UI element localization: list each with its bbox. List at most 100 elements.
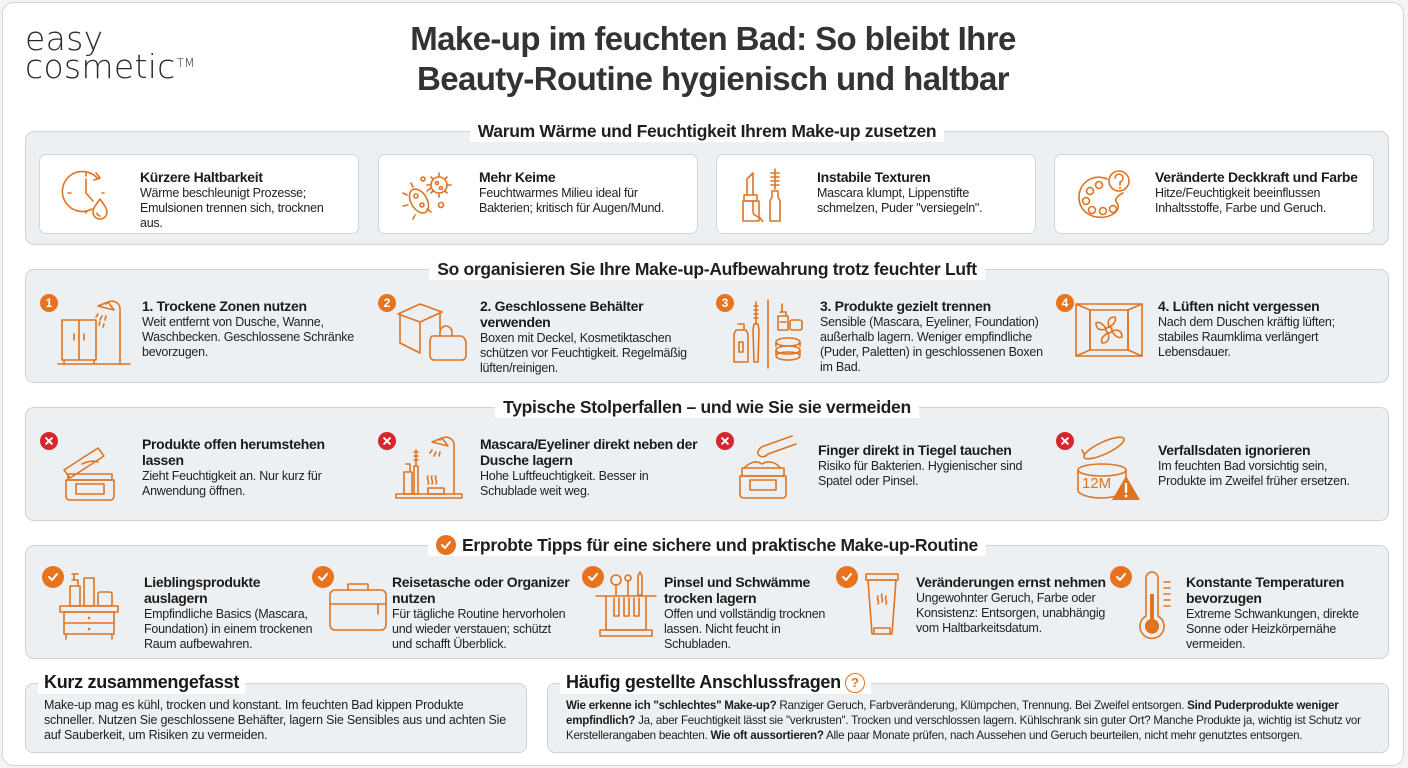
tip-desc: Empfindliche Basics (Mascara, Foundation… xyxy=(144,607,313,651)
why-desc: Wärme beschleunigt Prozesse; Emulsionen … xyxy=(140,186,324,230)
warning-x-icon xyxy=(40,432,58,450)
faq-heading: Häufig gestellte Anschlussfragen? xyxy=(560,670,871,694)
separate-products-icon xyxy=(728,294,812,375)
organize-title: 1. Trockene Zonen nutzen xyxy=(142,298,307,314)
expiry-label: 12M xyxy=(1082,475,1112,492)
pitfall-title: Mascara/Eyeliner direkt neben der Dusche… xyxy=(480,436,698,468)
mascara-shower-icon xyxy=(392,432,472,509)
summary-heading: Kurz zusammengefasst xyxy=(38,670,246,694)
faq-question: Wie erkenne ich "schlechtes" Make-up? xyxy=(566,699,777,712)
organize-desc: Nach dem Duschen kräftig lüften; stabile… xyxy=(1158,315,1335,359)
faq-heading-text: Häufig gestellte Anschlussfragen xyxy=(566,672,841,692)
open-jar-icon xyxy=(58,434,128,509)
page-title: Make-up im feuchten Bad: So bleibt Ihre … xyxy=(333,19,1093,99)
organize-desc: Sensible (Mascara, Eyeliner, Foundation)… xyxy=(820,315,1043,374)
section-why-heading: Warum Wärme und Feuchtigkeit Ihrem Make-… xyxy=(469,120,945,142)
organize-title: 3. Produkte gezielt trennen xyxy=(820,298,991,314)
section-organize-heading: So organisieren Sie Ihre Make-up-Aufbewa… xyxy=(429,258,985,280)
warning-x-icon xyxy=(378,432,396,450)
section-organize: So organisieren Sie Ihre Make-up-Aufbewa… xyxy=(25,258,1389,383)
clock-drop-icon xyxy=(58,165,120,225)
organize-item-separate-products: 3 3. Produkte gezielt trennen Sensible (… xyxy=(714,292,1054,378)
tip-item-temperature: Konstante Temperaturen bevorzugen Extrem… xyxy=(1110,564,1380,654)
why-title: Instabile Texturen xyxy=(817,169,931,185)
why-card-textures: Instabile Texturen Mascara klumpt, Lippe… xyxy=(716,154,1036,234)
why-card-germs: Mehr Keime Feuchtwarmes Milieu ideal für… xyxy=(378,154,698,234)
germs-icon xyxy=(397,165,459,225)
tip-desc: Ungewohnter Geruch, Farbe oder Konsisten… xyxy=(916,591,1106,635)
organize-title: 4. Lüften nicht vergessen xyxy=(1158,298,1320,314)
pitfall-desc: Im feuchten Bad vorsichtig sein, Produkt… xyxy=(1158,459,1350,488)
why-desc: Feuchtwarmes Milieu ideal für Bakterien;… xyxy=(479,186,665,215)
tip-item-brushes: Pinsel und Schwämme trocken lagern Offen… xyxy=(582,564,842,654)
section-tips-heading-text: Erprobte Tipps für eine sichere und prak… xyxy=(462,535,978,555)
pitfall-item-open-products: Produkte offen herumstehen lassen Zieht … xyxy=(36,430,366,516)
why-title: Mehr Keime xyxy=(479,169,556,185)
summary-text: Make-up mag es kühl, trocken und konstan… xyxy=(44,698,506,742)
why-desc: Mascara klumpt, Lippenstifte schmelzen, … xyxy=(817,186,983,215)
summary-box: Kurz zusammengefasst Make-up mag es kühl… xyxy=(25,670,527,753)
pitfall-desc: Hohe Luftfeuchtigkeit. Besser in Schubla… xyxy=(480,469,649,498)
tip-desc: Für tägliche Routine hervorholen und wie… xyxy=(392,607,566,651)
tip-item-favorites: Lieblingsprodukte auslagern Empfindliche… xyxy=(38,564,313,654)
step-number-badge: 1 xyxy=(40,294,58,312)
why-title: Kürzere Haltbarkeit xyxy=(140,169,263,185)
step-number-badge: 2 xyxy=(378,294,396,312)
check-icon xyxy=(436,535,457,555)
organize-desc: Weit entfernt von Dusche, Wanne, Waschbe… xyxy=(142,315,354,359)
tip-title: Pinsel und Schwämme trocken lagern xyxy=(664,574,811,606)
question-icon: ? xyxy=(844,673,865,693)
faq-text: Wie erkenne ich "schlechtes" Make-up? Ra… xyxy=(566,698,1374,743)
window-fan-icon xyxy=(1074,300,1144,365)
warning-x-icon xyxy=(716,432,734,450)
box-bag-icon xyxy=(392,296,472,371)
tip-item-changes: Veränderungen ernst nehmen Ungewohnter G… xyxy=(836,564,1116,654)
page-title-line-2: Beauty-Routine hygienisch und haltbar xyxy=(416,60,1010,97)
step-number-badge: 4 xyxy=(1056,294,1074,312)
thermometer-icon xyxy=(1138,570,1178,647)
organize-item-dry-zones: 1 1. Trockene Zonen nutzen Weit entfernt… xyxy=(36,292,366,372)
faq-box: Häufig gestellte Anschlussfragen? Wie er… xyxy=(547,670,1389,753)
faq-answer: Ja, aber Feuchtigkeit lässt sie "verkrus… xyxy=(566,714,1361,742)
check-icon xyxy=(312,566,334,588)
why-card-shelf-life: Kürzere Haltbarkeit Wärme beschleunigt P… xyxy=(39,154,359,234)
tip-title: Lieblingsprodukte auslagern xyxy=(144,574,261,606)
pitfall-item-finger-jar: Finger direkt in Tiegel tauchen Risiko f… xyxy=(714,430,1054,516)
pitfall-title: Verfallsdaten ignorieren xyxy=(1158,442,1311,458)
expiry-jar-icon: 12M xyxy=(1072,432,1152,509)
step-number-badge: 3 xyxy=(716,294,734,312)
warning-x-icon xyxy=(1056,432,1074,450)
section-pitfalls-heading: Typische Stolperfallen – und wie Sie sie… xyxy=(495,396,919,418)
organize-item-ventilate: 4 4. Lüften nicht vergessen Nach dem Dus… xyxy=(1054,292,1384,372)
faq-answer: Ranziger Geruch, Farbveränderung, Klümpc… xyxy=(776,699,1188,712)
pitfall-item-mascara-shower: Mascara/Eyeliner direkt neben der Dusche… xyxy=(376,430,706,516)
travel-case-icon xyxy=(326,578,390,639)
tip-title: Reisetasche oder Organizer nutzen xyxy=(392,574,570,606)
nightstand-products-icon xyxy=(58,570,124,647)
brush-holder-icon xyxy=(594,568,660,645)
tip-desc: Extreme Schwankungen, direkte Sonne oder… xyxy=(1186,607,1359,651)
finger-jar-icon xyxy=(736,432,806,509)
brand-line-1: easy xyxy=(25,19,104,58)
faq-question: Wie oft aussortieren? xyxy=(710,729,824,742)
section-pitfalls: Typische Stolperfallen – und wie Sie sie… xyxy=(25,396,1389,521)
check-icon xyxy=(836,566,858,588)
cabinet-shower-icon xyxy=(54,294,132,371)
check-icon xyxy=(582,566,604,588)
section-tips: Erprobte Tipps für eine sichere und prak… xyxy=(25,534,1389,659)
pitfall-title: Produkte offen herumstehen lassen xyxy=(142,436,325,468)
tip-item-organizer: Reisetasche oder Organizer nutzen Für tä… xyxy=(310,564,580,654)
tube-icon xyxy=(862,570,906,647)
pitfall-desc: Risiko für Bakterien. Hygienischer sind … xyxy=(818,459,1023,488)
tip-title: Veränderungen ernst nehmen xyxy=(916,574,1106,590)
pitfall-title: Finger direkt in Tiegel tauchen xyxy=(818,442,1012,458)
pitfall-desc: Zieht Feuchtigkeit an. Nur kurz für Anwe… xyxy=(142,469,322,498)
organize-title: 2. Geschlossene Behälter verwenden xyxy=(480,298,644,330)
faq-question: Sind Puderprodukte weniger empfindlich? xyxy=(566,699,1339,727)
tip-desc: Offen und vollständig trocknen lassen. N… xyxy=(664,607,826,651)
why-desc: Hitze/Feuchtigkeit beeinflussen Inhaltss… xyxy=(1155,186,1327,215)
tip-title: Konstante Temperaturen bevorzugen xyxy=(1186,574,1345,606)
section-why: Warum Wärme und Feuchtigkeit Ihrem Make-… xyxy=(25,120,1389,245)
page-title-line-1: Make-up im feuchten Bad: So bleibt Ihre xyxy=(410,20,1016,57)
